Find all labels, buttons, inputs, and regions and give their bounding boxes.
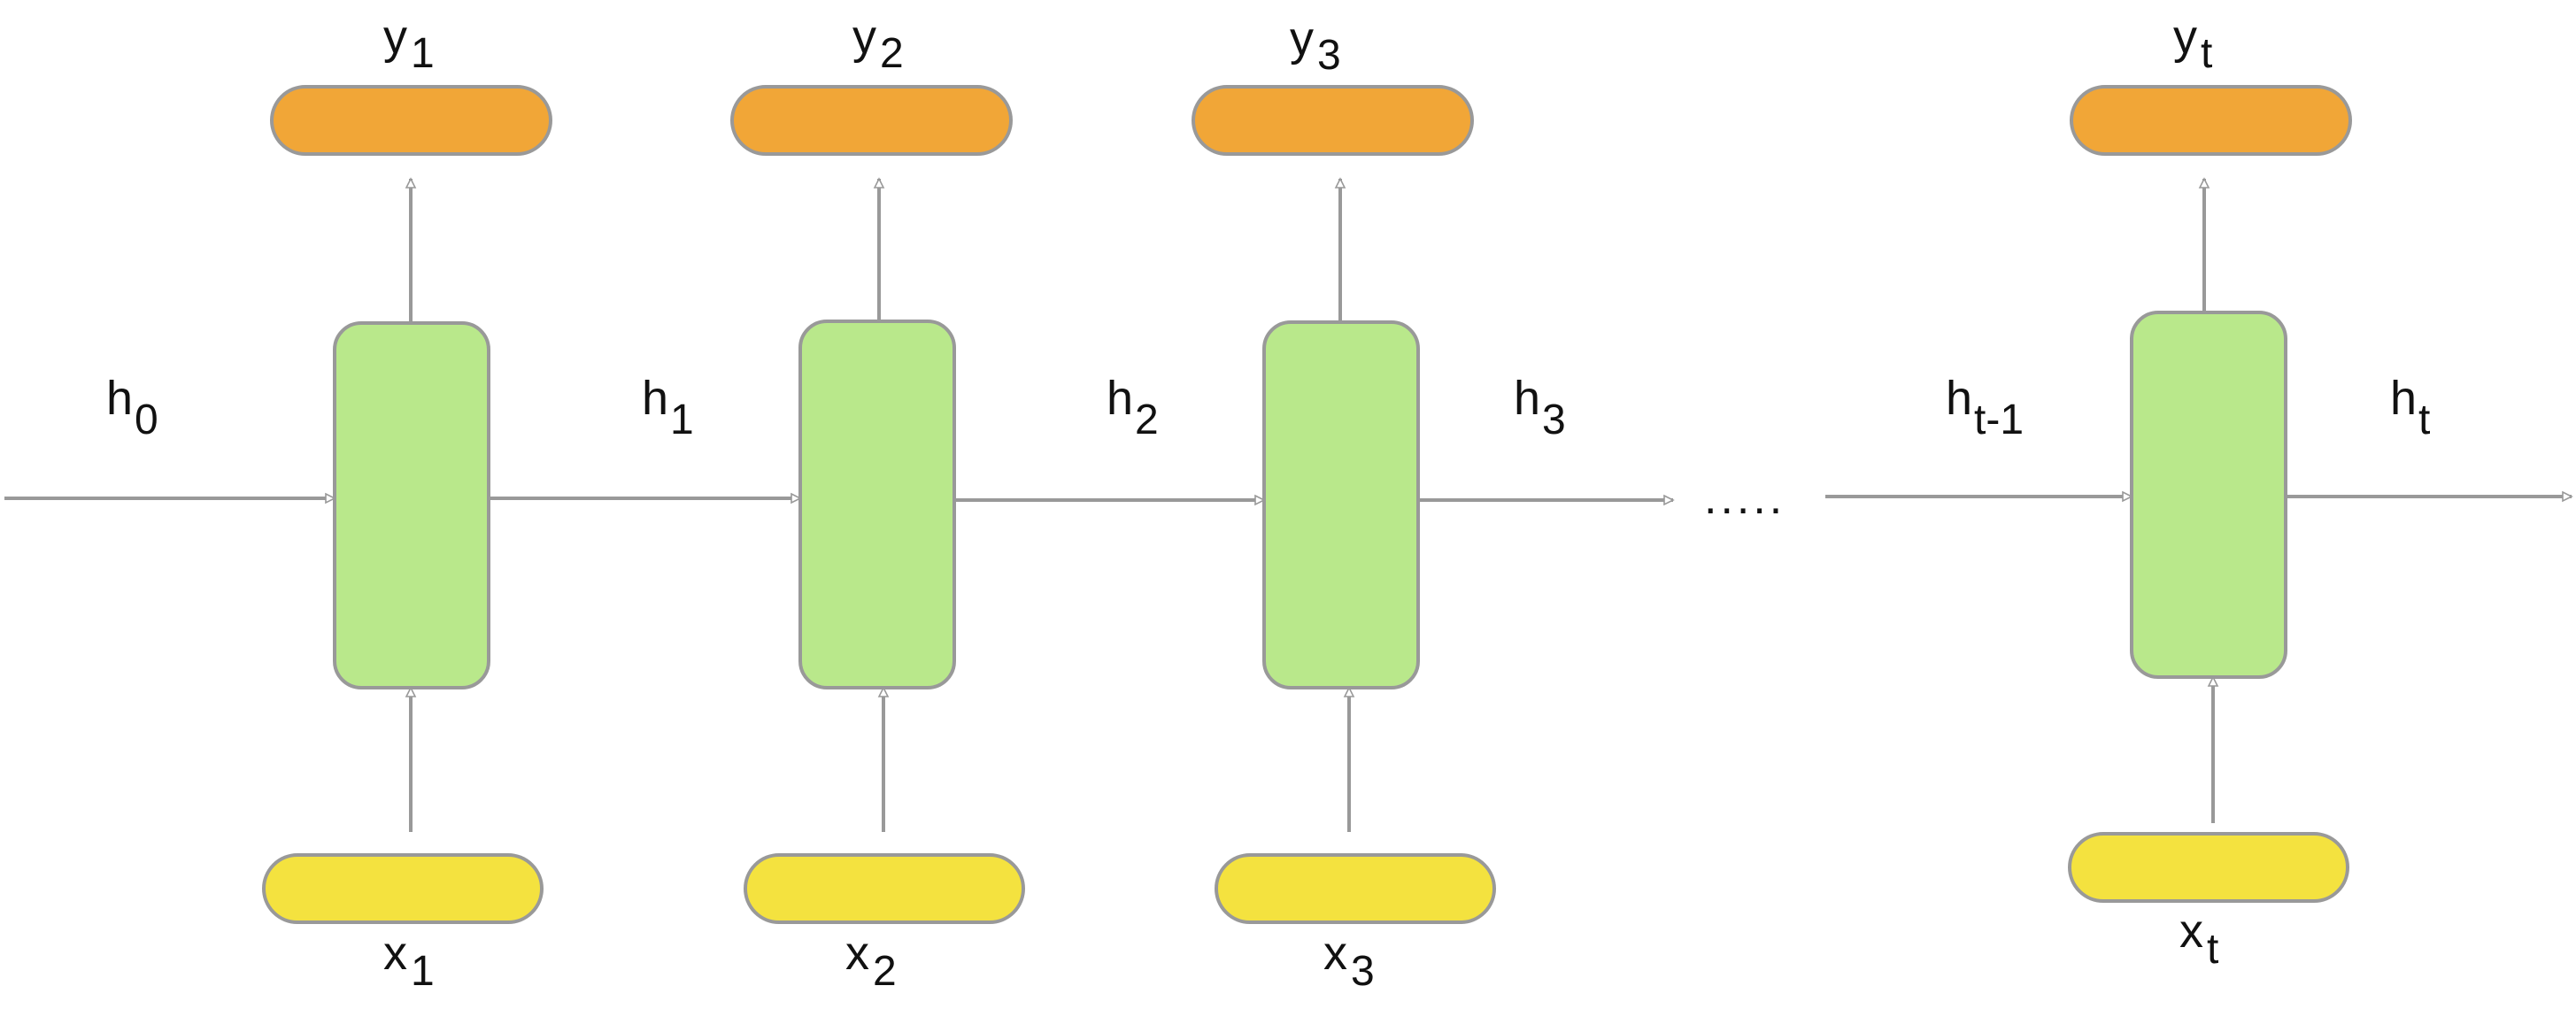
output-label-y1: y1	[383, 11, 435, 77]
input-label-x2: x2	[845, 927, 897, 995]
output-node-yt	[2070, 85, 2352, 156]
output-node-y3	[1192, 85, 1474, 156]
hidden-label-h2: h2	[1107, 372, 1159, 443]
rnn-cell-3	[1262, 320, 1420, 689]
output-label-yt: yt	[2173, 11, 2212, 77]
input-label-x3: x3	[1323, 927, 1375, 995]
output-label-y3: y3	[1290, 12, 1341, 79]
hidden-label-h1: h1	[642, 372, 694, 443]
input-label-x1: x1	[383, 927, 435, 995]
input-label-xt: xt	[2179, 905, 2218, 973]
labels-layer: y1 y2 y3 yt h0 h1 h2 h3 ht-1 ht x1 x2 x3…	[106, 11, 2430, 995]
hidden-label-h0: h0	[106, 372, 158, 443]
rnn-cell-t	[2130, 311, 2287, 679]
shapes-layer	[262, 85, 2352, 924]
ellipsis: .....	[1704, 473, 1785, 524]
output-label-y2: y2	[852, 11, 904, 77]
input-node-x1	[262, 853, 544, 924]
input-node-xt	[2068, 832, 2349, 903]
output-node-y1	[270, 85, 552, 156]
input-node-x3	[1215, 853, 1496, 924]
output-node-y2	[730, 85, 1013, 156]
rnn-cell-2	[798, 320, 956, 689]
hidden-label-ht-1: ht-1	[1946, 372, 2024, 443]
hidden-label-ht: ht	[2390, 372, 2430, 443]
rnn-cell-1	[333, 321, 490, 689]
arrows-layer	[4, 177, 2573, 832]
hidden-label-h3: h3	[1514, 372, 1566, 443]
input-node-x2	[744, 853, 1025, 924]
